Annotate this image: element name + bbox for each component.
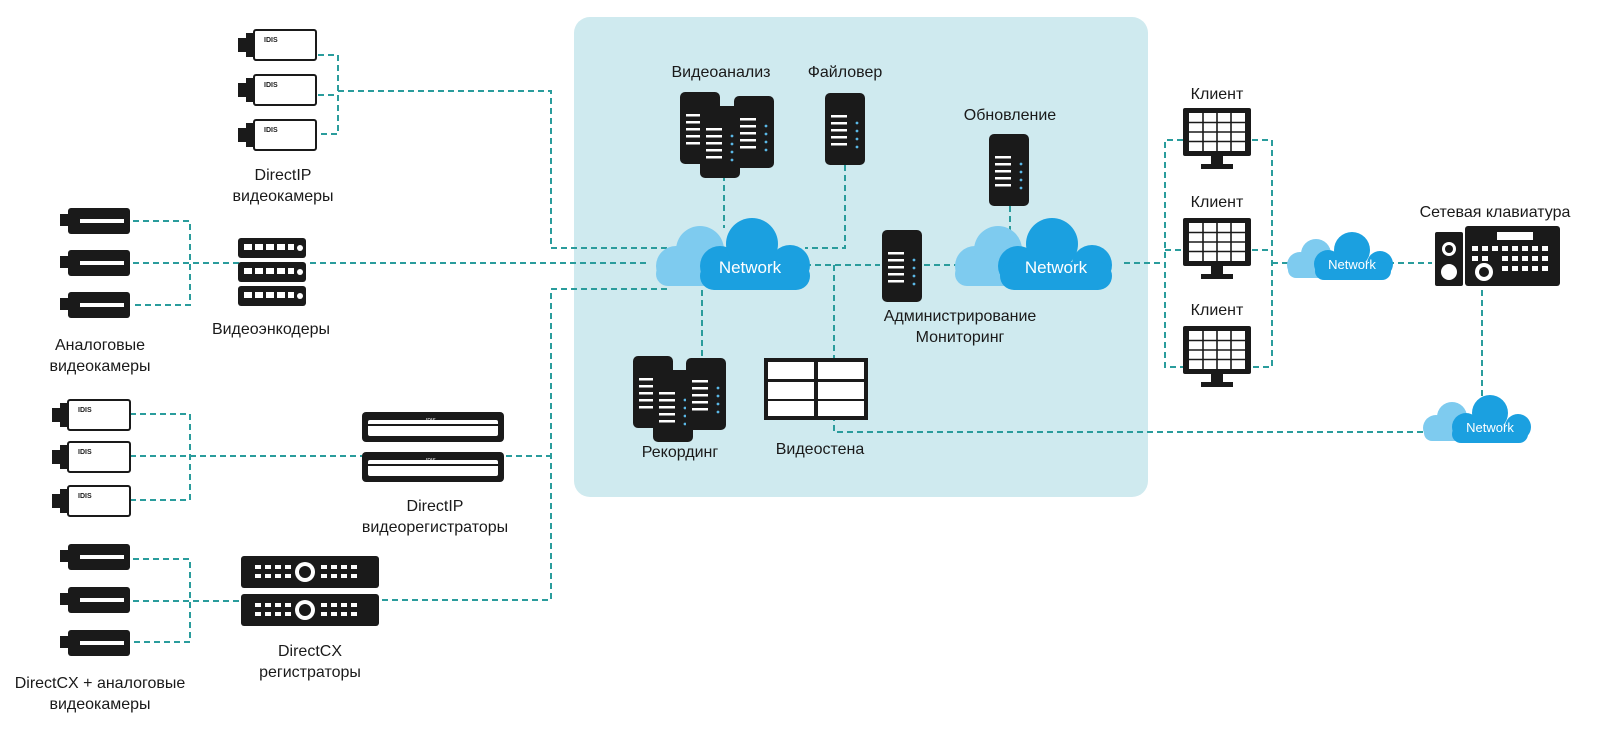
label-client-2: Клиент (1190, 194, 1244, 211)
dvr-icon (241, 594, 379, 626)
label-client-3: Клиент (1190, 302, 1244, 319)
label-line: видеорегистраторы (361, 519, 509, 536)
label-encoders: Видеоэнкодеры (211, 321, 331, 338)
directip-camera-group-top (237, 29, 317, 151)
label-update: Обновление (963, 107, 1057, 124)
cloud-label-main-1: Network (719, 258, 782, 277)
ip-camera-icon (51, 485, 131, 517)
label-videowall: Видеостена (775, 441, 865, 458)
label-line: DirectIP (406, 498, 464, 515)
label-line: Мониторинг (915, 329, 1005, 346)
label-line: видеокамеры (49, 696, 151, 713)
client-monitor-icon (1182, 217, 1252, 280)
label-network-keyboard: Сетевая клавиатура (1419, 204, 1571, 221)
label-line: регистраторы (259, 664, 361, 681)
label-directcx-dvr: DirectCX регистраторы (240, 641, 380, 683)
label-line: DirectIP (254, 167, 312, 184)
ip-camera-icon (51, 441, 131, 473)
label-line: Администрирование (883, 308, 1037, 325)
update-server-icon (989, 134, 1029, 206)
cloud-label-main-2: Network (1025, 258, 1088, 277)
label-directip-nvr: DirectIP видеорегистраторы (335, 496, 535, 538)
cloud-network-main: Network (656, 218, 810, 290)
label-analytics: Видеоанализ (671, 64, 771, 81)
admin-server-icon (882, 230, 922, 302)
analog-camera-group (60, 208, 130, 318)
nvr-icon (362, 452, 504, 482)
label-line: видеокамеры (232, 188, 334, 205)
analog-camera-icon (60, 587, 130, 613)
videowall-icon (764, 358, 868, 420)
label-admin-monitoring: Администрирование Мониторинг (870, 306, 1050, 348)
label-recording: Рекординг (641, 444, 719, 461)
label-client-1: Клиент (1190, 86, 1244, 103)
encoder-icon (238, 286, 306, 306)
cloud-label-small-1: Network (1328, 257, 1376, 272)
label-line: видеокамеры (49, 358, 151, 375)
directcx-dvr-stack (241, 556, 379, 626)
cloud-network-second: Network (955, 218, 1112, 290)
analog-camera-icon (60, 292, 130, 318)
label-analog-cameras: Аналоговые видеокамеры (20, 335, 180, 377)
directip-nvr-stack (362, 412, 504, 482)
analog-camera-icon (60, 630, 130, 656)
analog-camera-icon (60, 208, 130, 234)
ip-camera-icon (237, 74, 317, 106)
label-directip-cameras: DirectIP видеокамеры (218, 165, 348, 207)
ip-camera-icon (237, 119, 317, 151)
directcx-camera-group (60, 544, 130, 656)
ip-camera-icon (51, 399, 131, 431)
cloud-network-small-1: Network (1287, 232, 1393, 280)
failover-server-icon (825, 93, 865, 165)
encoder-icon (238, 262, 306, 282)
cloud-network-small-2: Network (1423, 395, 1531, 443)
label-line: DirectCX + аналоговые (14, 675, 186, 692)
label-line: Аналоговые (54, 337, 146, 354)
label-failover: Файловер (807, 64, 883, 81)
encoder-stack (238, 238, 306, 306)
nvr-icon (362, 412, 504, 442)
label-line: DirectCX (277, 643, 342, 660)
dvr-icon (241, 556, 379, 588)
analog-camera-icon (60, 250, 130, 276)
label-directcx-cameras: DirectCX + аналоговые видеокамеры (0, 673, 200, 715)
client-monitor-icon (1182, 107, 1252, 170)
network-keyboard-icon (1435, 226, 1560, 286)
encoder-icon (238, 238, 306, 258)
analog-camera-icon (60, 544, 130, 570)
client-monitor-icon (1182, 325, 1252, 388)
directip-camera-group-bottom (51, 399, 131, 517)
cloud-label-small-2: Network (1466, 420, 1514, 435)
ip-camera-icon (237, 29, 317, 61)
server-icon (686, 358, 726, 430)
connection-lines (130, 54, 1483, 643)
server-icon (734, 96, 774, 168)
